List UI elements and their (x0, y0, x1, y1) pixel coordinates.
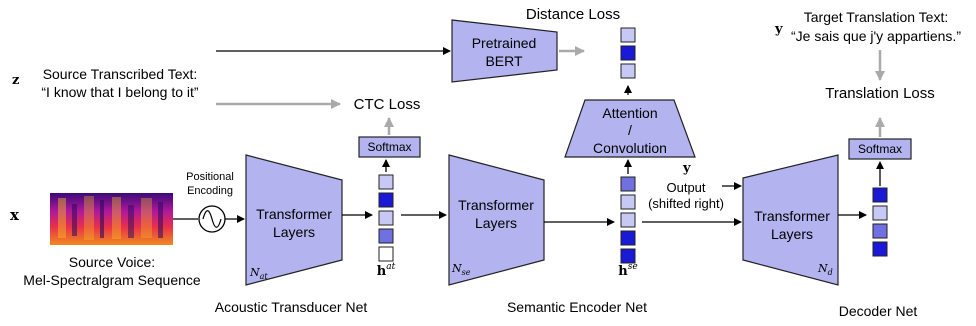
output-label-line1: Output (666, 180, 705, 195)
bert-output-cell (620, 63, 636, 79)
h-at-cell (378, 192, 394, 208)
acoustic-transformer-block: Transformer Layers Nat (245, 154, 343, 286)
ctc-loss-label: CTC Loss (354, 96, 421, 113)
h-at-cell (378, 246, 394, 262)
attention-convolution-block: Attention / Convolution (564, 99, 696, 158)
bert-output-vector (620, 27, 636, 79)
sine-wave-icon (198, 205, 226, 233)
decoder-output-cell (872, 205, 888, 221)
source-var-z: z (12, 73, 19, 88)
semantic-transformer-block: Transformer Layers Nse (448, 154, 545, 286)
bert-output-cell (620, 27, 636, 43)
h-se-cell (620, 176, 636, 192)
distance-loss-label: Distance Loss (526, 6, 620, 23)
semantic-block-label-line2: Layers (475, 215, 517, 231)
h-at-cell (378, 210, 394, 226)
h-at-cell (378, 228, 394, 244)
h-se-cell (620, 194, 636, 210)
h-se-cell (620, 230, 636, 246)
attention-label-line3: Convolution (593, 140, 667, 156)
decoder-output-cell (872, 241, 888, 257)
source-text-line1: Source Transcribed Text: (43, 66, 198, 82)
acoustic-net-title: Acoustic Transducer Net (215, 299, 368, 315)
translation-loss-label: Translation Loss (825, 85, 935, 102)
positional-label-line1: Positional (186, 171, 234, 183)
decoder-block-label-line2: Layers (771, 226, 813, 242)
semantic-block-label-line1: Transformer (458, 197, 534, 213)
target-text-line2: “Je sais que j'y appartiens.” (791, 28, 961, 44)
bert-label-line2: BERT (485, 53, 523, 69)
decoder-block-label-line1: Transformer (754, 208, 830, 224)
acoustic-softmax-label: Softmax (367, 140, 411, 154)
h-at-vector (378, 174, 394, 262)
positional-label-line2: Encoding (187, 185, 233, 197)
output-var-y: y (682, 161, 691, 176)
source-caption-line2: Mel-Spectralgram Sequence (23, 272, 201, 288)
decoder-output-cell (872, 187, 888, 203)
decoder-output-cell (872, 223, 888, 239)
bert-label-line1: Pretrained (472, 35, 537, 51)
decoder-softmax-box: Softmax (848, 138, 912, 160)
h-se-cell (620, 248, 636, 264)
semantic-layer-count: Nse (451, 262, 471, 277)
source-text-line2: “I know that I belong to it” (41, 84, 199, 100)
h-se-vector (620, 176, 636, 264)
target-text-line1: Target Translation Text: (804, 9, 948, 25)
acoustic-block-label-line1: Transformer (256, 206, 332, 222)
pretrained-bert-block: Pretrained BERT (451, 19, 558, 83)
decoder-softmax-label: Softmax (858, 142, 902, 156)
acoustic-softmax-box: Softmax (358, 136, 421, 158)
attention-label-line2: / (628, 122, 632, 138)
acoustic-block-label-line2: Layers (273, 224, 315, 240)
h-se-cell (620, 212, 636, 228)
h-at-cell (378, 174, 394, 190)
semantic-net-title: Semantic Encoder Net (507, 299, 647, 315)
output-label-line2: (shifted right) (648, 196, 724, 211)
decoder-output-vector (872, 187, 888, 257)
source-var-x: x (10, 206, 20, 224)
spectrogram-image (50, 193, 173, 245)
h-at-label: hat (377, 262, 396, 279)
source-caption-line1: Source Voice: (69, 254, 155, 270)
h-se-label: hse (618, 262, 637, 279)
decoder-transformer-block: Transformer Layers Nd (742, 154, 839, 286)
decoder-layer-count: Nd (817, 262, 833, 277)
decoder-net-title: Decoder Net (839, 303, 918, 319)
bert-output-cell (620, 45, 636, 61)
attention-label-line1: Attention (602, 105, 657, 121)
target-var-y: y (774, 22, 783, 37)
acoustic-layer-count: Nat (249, 266, 268, 281)
